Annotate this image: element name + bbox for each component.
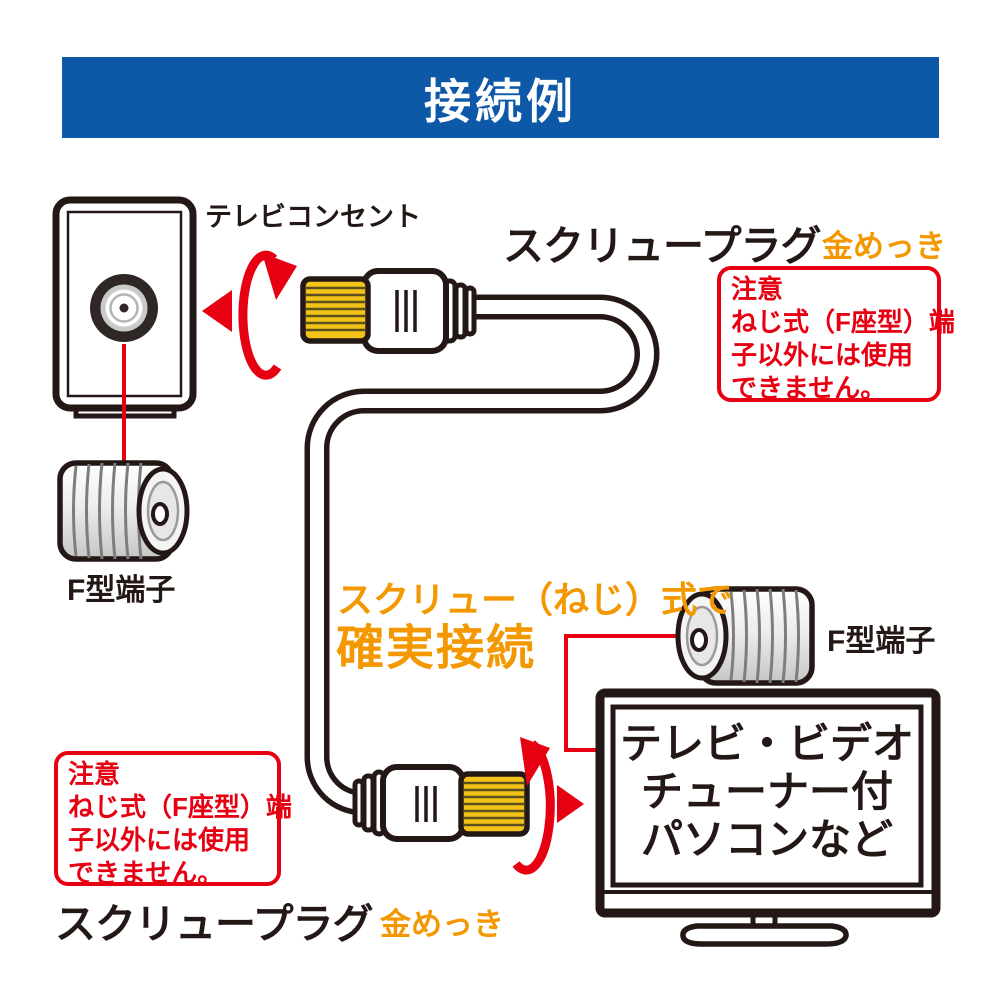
header: 接続例	[62, 57, 939, 138]
coax-cable	[304, 294, 660, 816]
caution-title: 注意	[68, 759, 121, 789]
f-terminal-icon-right	[675, 586, 815, 686]
caution-line: ねじ式（F座型）端	[731, 307, 955, 337]
screw-plug-label-bottom: スクリュープラグ	[55, 901, 374, 947]
caution-box-top: 注意 ねじ式（F座型）端 子以外には使用 できません。	[717, 266, 955, 403]
caution-line: 子以外には使用	[731, 340, 914, 370]
tv-outlet-label: テレビコンセント	[205, 202, 421, 232]
secure-connection-text: 確実接続	[336, 622, 537, 675]
tv-outlet-illustration	[52, 196, 197, 419]
f-terminal-label-right: F型端子	[827, 625, 936, 658]
tv-illustration	[595, 688, 941, 947]
screw-plug-bottom	[352, 764, 530, 842]
rotation-arrow-top-icon	[238, 250, 297, 380]
device-label-line: テレビ・ビデオ	[619, 720, 914, 767]
caution-line: できません。	[731, 373, 887, 403]
device-label-line: チューナー付	[640, 768, 893, 815]
gold-plating-label-bottom: 金めっき	[380, 907, 504, 942]
rotation-arrow-bottom-icon	[512, 737, 555, 875]
screw-plug-label-top: スクリュープラグ	[503, 223, 822, 269]
page-title: 接続例	[424, 75, 577, 128]
screw-plug-top	[300, 268, 477, 354]
f-terminal-label-left: F型端子	[67, 574, 176, 607]
caution-line: ねじ式（F座型）端	[68, 792, 292, 822]
connection-line	[564, 634, 687, 752]
right-arrow-icon	[557, 785, 584, 823]
screw-type-text: スクリュー（ねじ）式で	[337, 579, 734, 620]
caution-box-bottom: 注意 ねじ式（F座型）端 子以外には使用 できません。	[54, 751, 292, 888]
f-terminal-icon-left	[57, 460, 190, 562]
device-label: テレビ・ビデオ チューナー付 パソコンなど	[613, 720, 921, 864]
caution-title: 注意	[731, 274, 784, 304]
caution-line: 子以外には使用	[68, 825, 251, 855]
device-label-line: パソコンなど	[640, 816, 893, 863]
left-arrow-icon	[202, 290, 232, 332]
caution-line: できません。	[68, 858, 224, 888]
gold-plating-label-top: 金めっき	[822, 229, 946, 264]
